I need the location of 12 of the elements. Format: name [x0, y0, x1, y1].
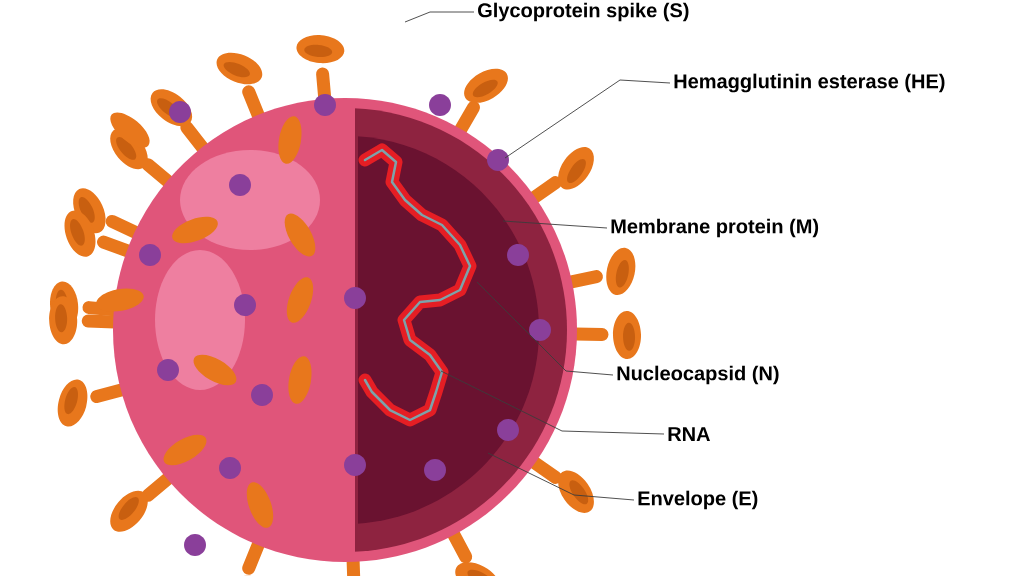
part-label: Nucleocapsid (N): [617, 365, 779, 385]
part-label: Glycoprotein spike (S): [478, 2, 689, 22]
part-label: Hemagglutinin esterase (HE): [674, 73, 945, 93]
part-label: RNA: [668, 427, 710, 441]
part-label: Membrane protein (M): [611, 218, 819, 238]
leader-line: [504, 79, 671, 159]
leader-line: [476, 281, 614, 376]
leader-line: [404, 11, 475, 23]
leader-line: [502, 220, 608, 229]
part-label: Envelope (E): [638, 490, 758, 510]
leader-line: [440, 370, 665, 435]
leader-line: [487, 452, 635, 501]
